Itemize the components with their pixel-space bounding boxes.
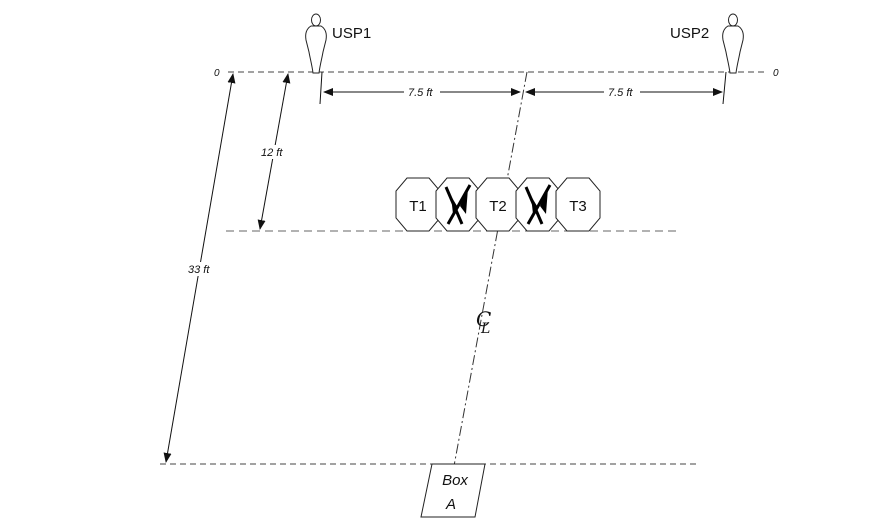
target-t3: T3 [555, 177, 601, 232]
box-a: Box A [420, 463, 486, 518]
target-t1: T1 [395, 177, 441, 232]
svg-text:A: A [445, 496, 456, 513]
svg-text:T2: T2 [489, 198, 507, 215]
svg-text:C: C [476, 307, 491, 331]
svg-text:L: L [480, 321, 490, 337]
usp2-label: USP2 [670, 25, 709, 42]
dim-left-half-label: 7.5 ft [408, 87, 433, 99]
target-t2: T2 [475, 177, 521, 232]
centerline [453, 71, 528, 467]
dim-right-half-label: 7.5 ft [608, 87, 633, 99]
centerline-symbol: C L [476, 307, 491, 337]
dim-33-label: 33 ft [188, 264, 210, 276]
usp1-tick [319, 71, 323, 105]
no-shoot-target-1 [435, 177, 481, 232]
svg-text:Box: Box [442, 472, 468, 489]
no-shoot-target-2 [515, 177, 561, 232]
dim-12-label: 12 ft [261, 147, 283, 159]
svg-text:T1: T1 [409, 198, 427, 215]
usp2-tick [722, 71, 727, 105]
usp1-silhouette-icon [305, 13, 327, 74]
svg-text:T3: T3 [569, 198, 587, 215]
usp1-label: USP1 [332, 25, 371, 42]
usp2-silhouette-icon [722, 13, 744, 74]
zero-label-left: 0 [214, 68, 220, 79]
zero-label-right: 0 [773, 68, 779, 79]
